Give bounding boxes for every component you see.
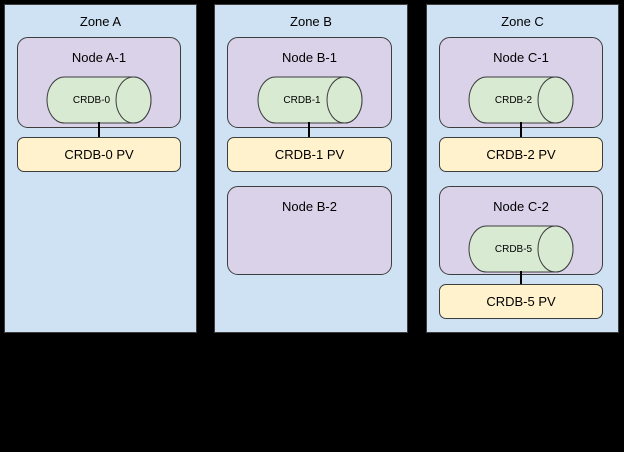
zone-b: Zone B Node B-1 CRDB-1 CRDB-1 PV Node B-… — [214, 4, 408, 333]
pv-box: CRDB-0 PV — [17, 137, 181, 172]
database-cylinder: CRDB-5 — [468, 225, 574, 273]
database-cylinder-icon — [468, 225, 574, 273]
database-label: CRDB-2 — [494, 94, 533, 106]
database-cylinder: CRDB-1 — [257, 76, 363, 124]
connector-line — [519, 271, 522, 284]
zone-title: Zone C — [501, 14, 544, 29]
zone-title: Zone A — [79, 14, 122, 29]
node-label: Node A-1 — [71, 50, 127, 65]
zone-c: Zone C Node C-1 CRDB-2 CRDB-2 PV Node C-… — [426, 4, 619, 333]
node-c2: Node C-2 CRDB-5 — [439, 186, 603, 275]
node-b2: Node B-2 — [227, 186, 392, 275]
connector-line — [97, 122, 100, 137]
pv-box: CRDB-5 PV — [439, 284, 603, 319]
database-label: CRDB-0 — [72, 94, 111, 106]
node-c1: Node C-1 CRDB-2 — [439, 37, 603, 128]
zone-a: Zone A Node A-1 CRDB-0 CRDB-0 PV — [4, 4, 197, 333]
database-cylinder-icon — [257, 76, 362, 124]
database-cylinder-icon — [468, 76, 574, 124]
node-b1: Node B-1 CRDB-1 — [227, 37, 392, 128]
database-label: CRDB-1 — [283, 94, 321, 106]
database-cylinder: CRDB-2 — [468, 76, 574, 124]
zone-title: Zone B — [290, 14, 332, 29]
database-cylinder-icon — [46, 76, 152, 124]
pv-box: CRDB-2 PV — [439, 137, 603, 172]
node-label: Node B-2 — [282, 199, 337, 214]
pv-box: CRDB-1 PV — [227, 137, 392, 172]
connector-line — [308, 122, 310, 137]
database-cylinder: CRDB-0 — [46, 76, 152, 124]
database-label: CRDB-5 — [494, 243, 533, 255]
node-a1: Node A-1 CRDB-0 — [17, 37, 181, 128]
node-label: Node C-2 — [493, 199, 549, 214]
node-label: Node B-1 — [282, 50, 337, 65]
connector-line — [519, 122, 522, 137]
node-label: Node C-1 — [493, 50, 549, 65]
